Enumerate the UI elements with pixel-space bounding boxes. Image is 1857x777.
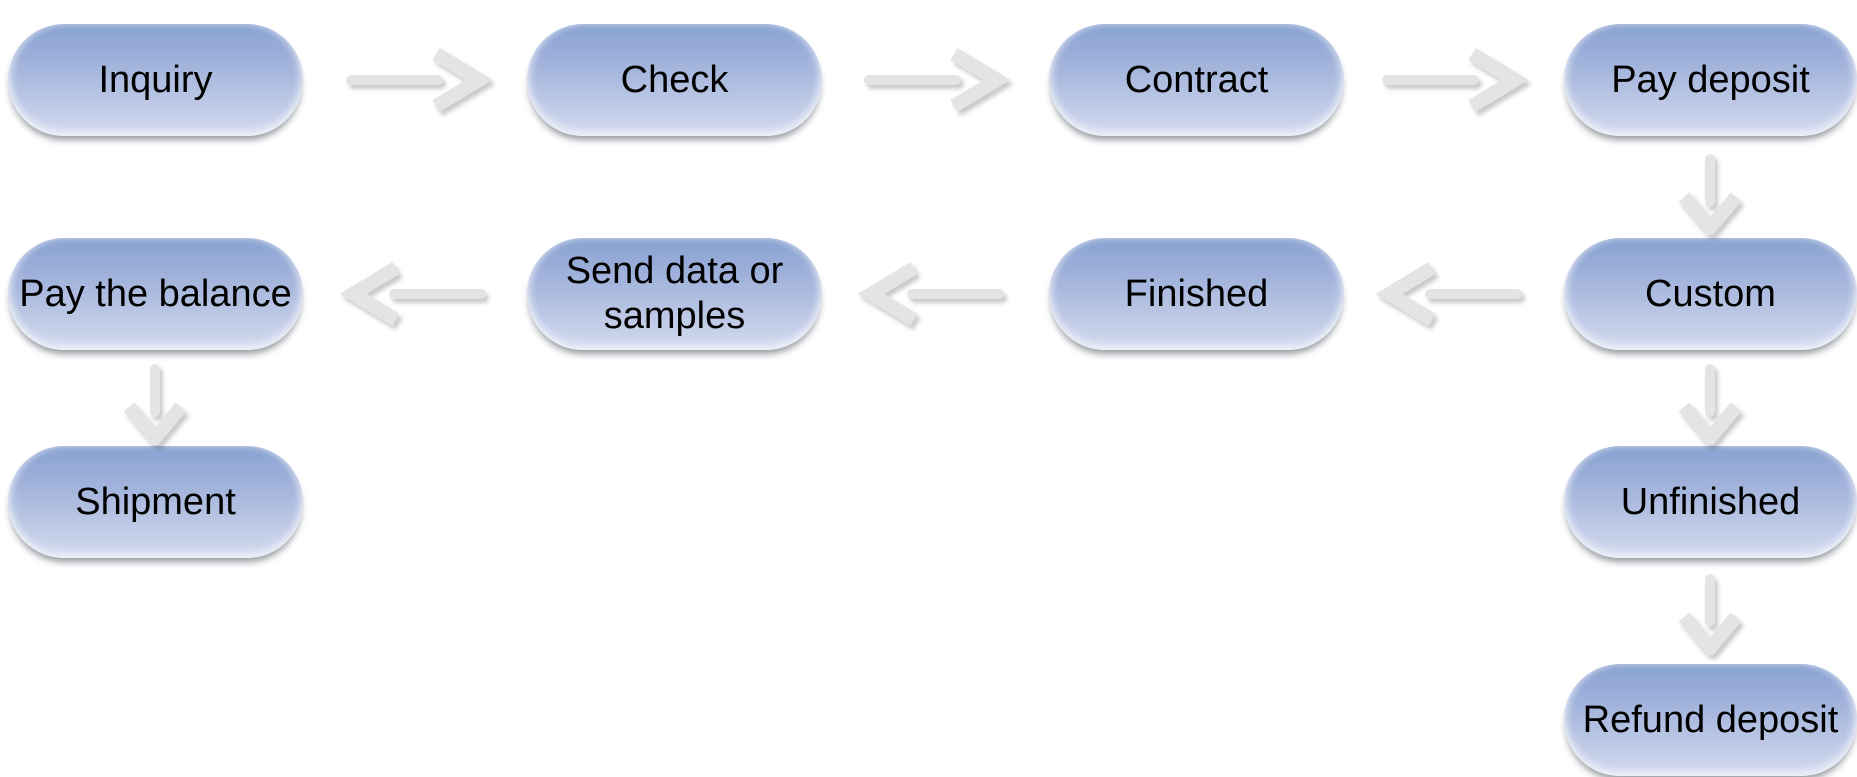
arrow-contract-to-pay-deposit-icon (1382, 48, 1528, 112)
node-refund-deposit: Refund deposit (1564, 664, 1857, 776)
node-unfinished: Unfinished (1564, 446, 1857, 558)
arrow-unfinished-to-refund-icon (1678, 574, 1742, 655)
arrow-inquiry-to-check-icon (346, 48, 492, 112)
node-contract: Contract (1049, 24, 1344, 136)
node-finished: Finished (1049, 238, 1344, 350)
node-pay-deposit: Pay deposit (1564, 24, 1857, 136)
node-send-data-or-samples: Send data or samples (527, 238, 822, 350)
arrow-head (1468, 48, 1528, 112)
arrow-finished-to-send-data-icon (858, 262, 1004, 326)
arrow-custom-to-unfinished-icon (1678, 364, 1742, 445)
node-shipment: Shipment (8, 446, 303, 558)
arrow-head (1376, 262, 1436, 326)
arrow-head (1678, 612, 1742, 655)
arrow-head (858, 262, 918, 326)
arrow-head (950, 48, 1010, 112)
arrow-send-data-to-pay-balance-icon (340, 262, 486, 326)
arrow-check-to-contract-icon (864, 48, 1010, 112)
node-inquiry: Inquiry (8, 24, 303, 136)
arrow-pay-balance-to-shipment-icon (123, 364, 187, 445)
arrow-head (1678, 192, 1742, 235)
node-custom: Custom (1564, 238, 1857, 350)
node-pay-the-balance: Pay the balance (8, 238, 303, 350)
node-check: Check (527, 24, 822, 136)
arrow-head (123, 402, 187, 445)
arrow-head (340, 262, 400, 326)
arrow-head (1678, 402, 1742, 445)
arrow-pay-deposit-to-custom-icon (1678, 154, 1742, 235)
arrow-custom-to-finished-icon (1376, 262, 1522, 326)
arrow-head (432, 48, 492, 112)
